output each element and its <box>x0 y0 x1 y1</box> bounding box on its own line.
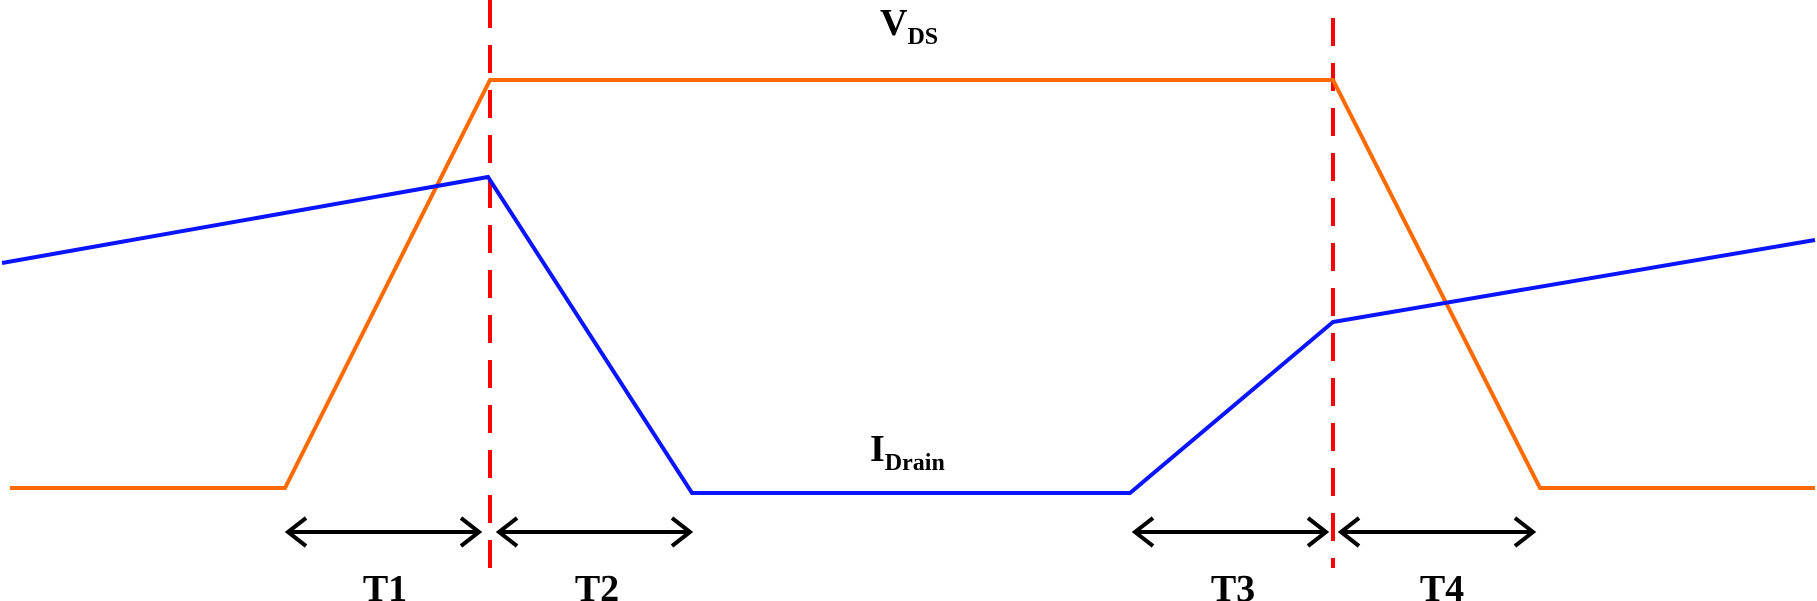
interval-t2-right-arrowhead <box>670 516 694 548</box>
interval-t3-label: T3 <box>1211 568 1255 601</box>
vds-waveform <box>10 78 1815 490</box>
interval-t3-left-arrowhead <box>1131 516 1155 548</box>
idrain-label-subscript: Drain <box>885 450 945 476</box>
idrain-label-main: I <box>870 428 885 470</box>
interval-t2-left-arrowhead <box>495 516 519 548</box>
vds-label-main: V <box>880 2 908 44</box>
interval-t1: T1 <box>284 516 483 601</box>
idrain-waveform-turn-on <box>1 174 1816 495</box>
interval-t4-left-arrowhead <box>1337 516 1361 548</box>
vds-label: VDS <box>880 2 938 50</box>
idrain-label: IDrain <box>870 428 945 476</box>
interval-t3-right-arrowhead <box>1306 516 1330 548</box>
interval-t3: T3 <box>1131 516 1330 601</box>
interval-t4: T4 <box>1337 516 1537 601</box>
interval-t1-left-arrowhead <box>284 516 308 548</box>
interval-t1-right-arrowhead <box>459 516 483 548</box>
interval-t2-label: T2 <box>575 568 619 601</box>
interval-t4-right-arrowhead <box>1513 516 1537 548</box>
interval-t1-label: T1 <box>363 568 407 601</box>
vds-label-subscript: DS <box>907 24 938 50</box>
interval-t2: T2 <box>495 516 694 601</box>
interval-t4-label: T4 <box>1420 568 1464 601</box>
